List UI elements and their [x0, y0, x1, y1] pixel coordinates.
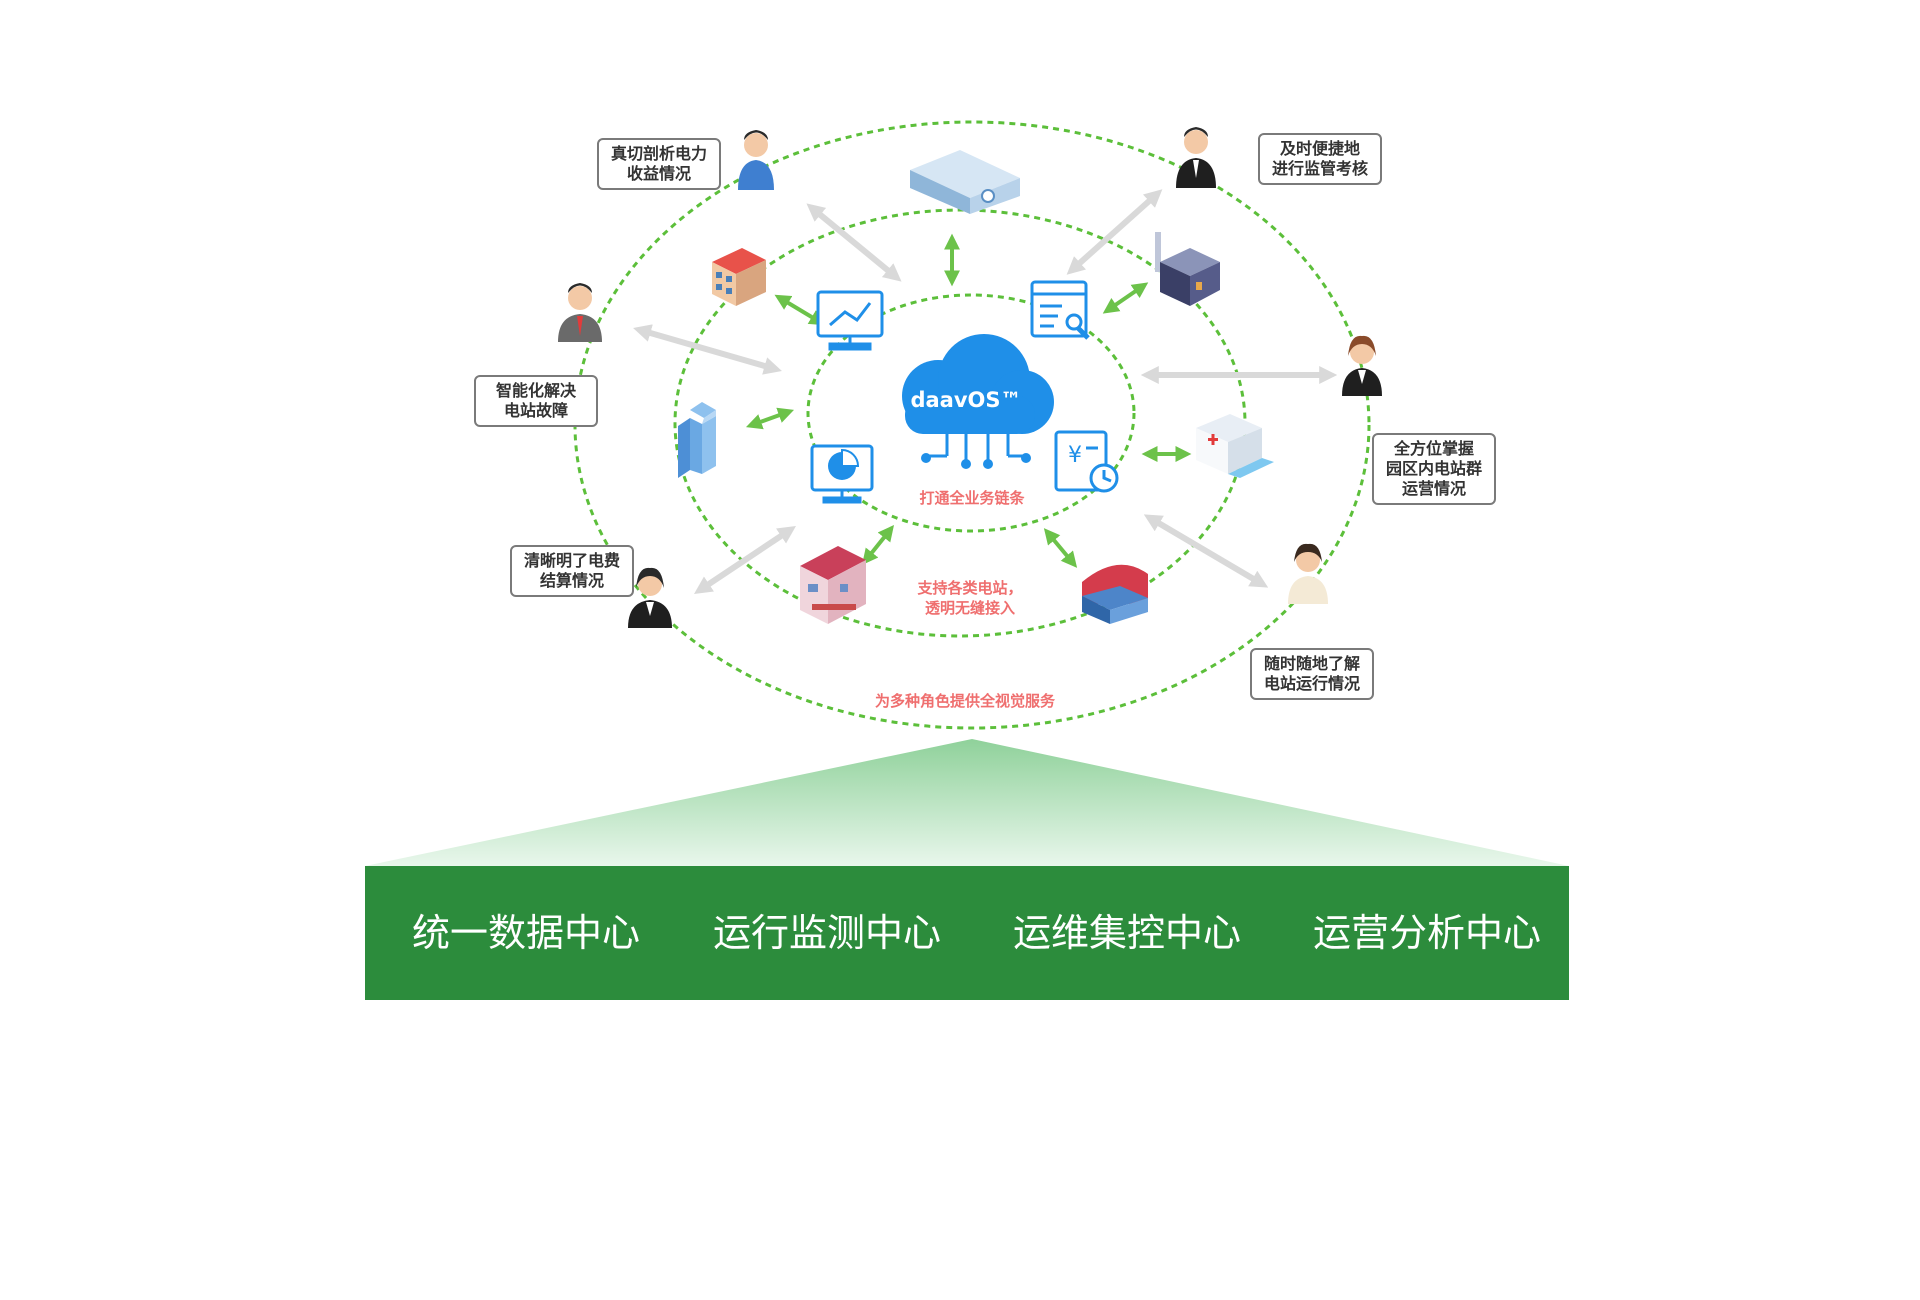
person-icon-top-left	[738, 130, 774, 190]
billing-clock-icon: ¥	[1054, 430, 1119, 493]
factory-icon	[1155, 232, 1220, 306]
role-arrow-top-left	[806, 203, 902, 282]
inner-ring-caption: 打通全业务链条	[919, 489, 1025, 507]
person-icon-top-right	[1176, 127, 1216, 188]
role-label-line: 清晰明了电费	[523, 551, 620, 570]
center-maintenance-control: 运维集控中心	[1012, 911, 1241, 955]
link-arrow-3	[1102, 282, 1149, 314]
svg-text:¥: ¥	[1068, 443, 1082, 468]
role-label-bottom-left: 清晰明了电费 结算情况	[510, 545, 634, 597]
role-arrows	[633, 189, 1338, 594]
cloud-label: daavOS™	[910, 388, 1021, 412]
center-operation-analysis: 运营分析中心	[1312, 911, 1541, 955]
role-label-right: 全方位掌握 园区内电站群 运营情况	[1372, 433, 1496, 505]
link-arrows	[745, 233, 1192, 568]
role-arrow-bottom-left	[694, 526, 796, 594]
data-center-bar: 统一数据中心 运行监测中心 运维集控中心 运营分析中心	[365, 866, 1569, 1000]
link-arrow-7	[1043, 528, 1078, 568]
person-icon-bottom-right	[1288, 543, 1328, 604]
cloud-icon	[902, 334, 1054, 469]
apartment-building-icon	[712, 248, 766, 306]
person-icon-right	[1342, 335, 1382, 396]
role-label-line: 园区内电站群	[1385, 459, 1482, 478]
office-building-icon	[910, 150, 1020, 214]
highrise-icon	[678, 402, 716, 478]
role-label-line: 真切剖析电力	[610, 144, 707, 163]
monitor-chart-icon	[816, 290, 884, 351]
role-label-bottom-right: 随时随地了解 电站运行情况	[1250, 648, 1374, 700]
role-label-line: 电站故障	[503, 401, 568, 420]
role-label-line: 运营情况	[1401, 479, 1466, 498]
role-label-line: 收益情况	[626, 164, 691, 183]
role-label-line: 随时随地了解	[1263, 654, 1360, 673]
role-label-left: 智能化解决 电站故障	[474, 375, 598, 427]
inner-ring	[806, 293, 1136, 533]
person-icon-bottom-left	[628, 567, 672, 628]
outer-ring-caption: 为多种角色提供全视觉服务	[874, 692, 1055, 710]
role-arrow-bottom-right	[1143, 514, 1269, 588]
role-label-line: 电站运行情况	[1263, 674, 1360, 693]
role-arrow-left	[633, 324, 782, 375]
dome-building-icon	[1082, 564, 1148, 624]
link-arrow-6	[862, 525, 894, 565]
role-arrow-top-right	[1066, 189, 1163, 275]
role-label-line: 及时便捷地	[1279, 139, 1360, 158]
role-label-line: 全方位掌握	[1393, 439, 1474, 458]
link-arrow-4	[745, 407, 795, 430]
hospital-icon	[1196, 414, 1274, 478]
house-icon	[800, 546, 866, 624]
monitor-pie-icon	[810, 444, 874, 504]
middle-ring-caption: 支持各类电站， 透明无缝接入	[917, 579, 1023, 617]
perspective-trapezoid	[365, 739, 1569, 866]
center-unified-data: 统一数据中心	[411, 911, 640, 955]
center-operation-monitoring: 运行监测中心	[712, 911, 941, 955]
role-label-line: 进行监管考核	[1271, 159, 1368, 178]
link-arrow-2	[774, 294, 826, 326]
role-label-top-left: 真切剖析电力 收益情况	[597, 138, 721, 190]
role-label-line: 结算情况	[539, 571, 604, 590]
settings-form-icon	[1030, 280, 1090, 340]
person-icon-left	[558, 283, 602, 342]
role-label-top-right: 及时便捷地 进行监管考核	[1258, 133, 1382, 185]
role-label-line: 智能化解决	[495, 381, 576, 400]
